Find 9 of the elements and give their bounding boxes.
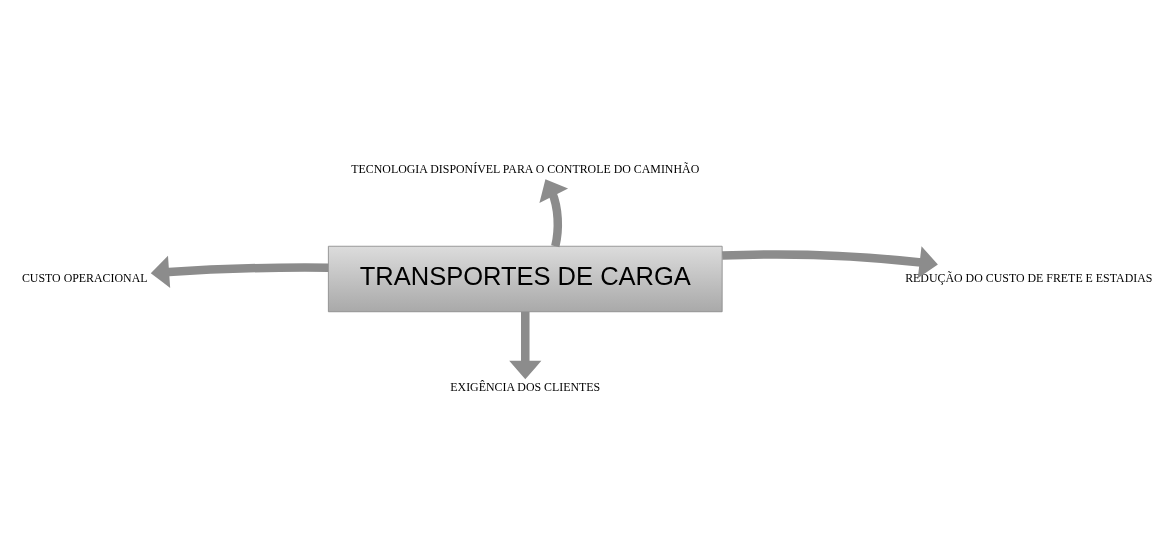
- arrow: [539, 179, 569, 248]
- node-box: TRANSPORTES DE CARGA: [327, 245, 723, 313]
- arrow: [150, 255, 329, 288]
- node-text: TECNOLOGIA DISPONÍVEL PARA O CONTROLE DO CAMINHÃO: [351, 161, 700, 176]
- arrow: [509, 311, 542, 380]
- node-text: CUSTO OPERACIONAL: [21, 271, 148, 286]
- node-text: EXIGÊNCIA DOS CLIENTES: [450, 380, 601, 395]
- arrow: [722, 246, 938, 279]
- node-text: REDUÇÃO DO CUSTO DE FRETE E ESTADIAS: [905, 271, 1153, 286]
